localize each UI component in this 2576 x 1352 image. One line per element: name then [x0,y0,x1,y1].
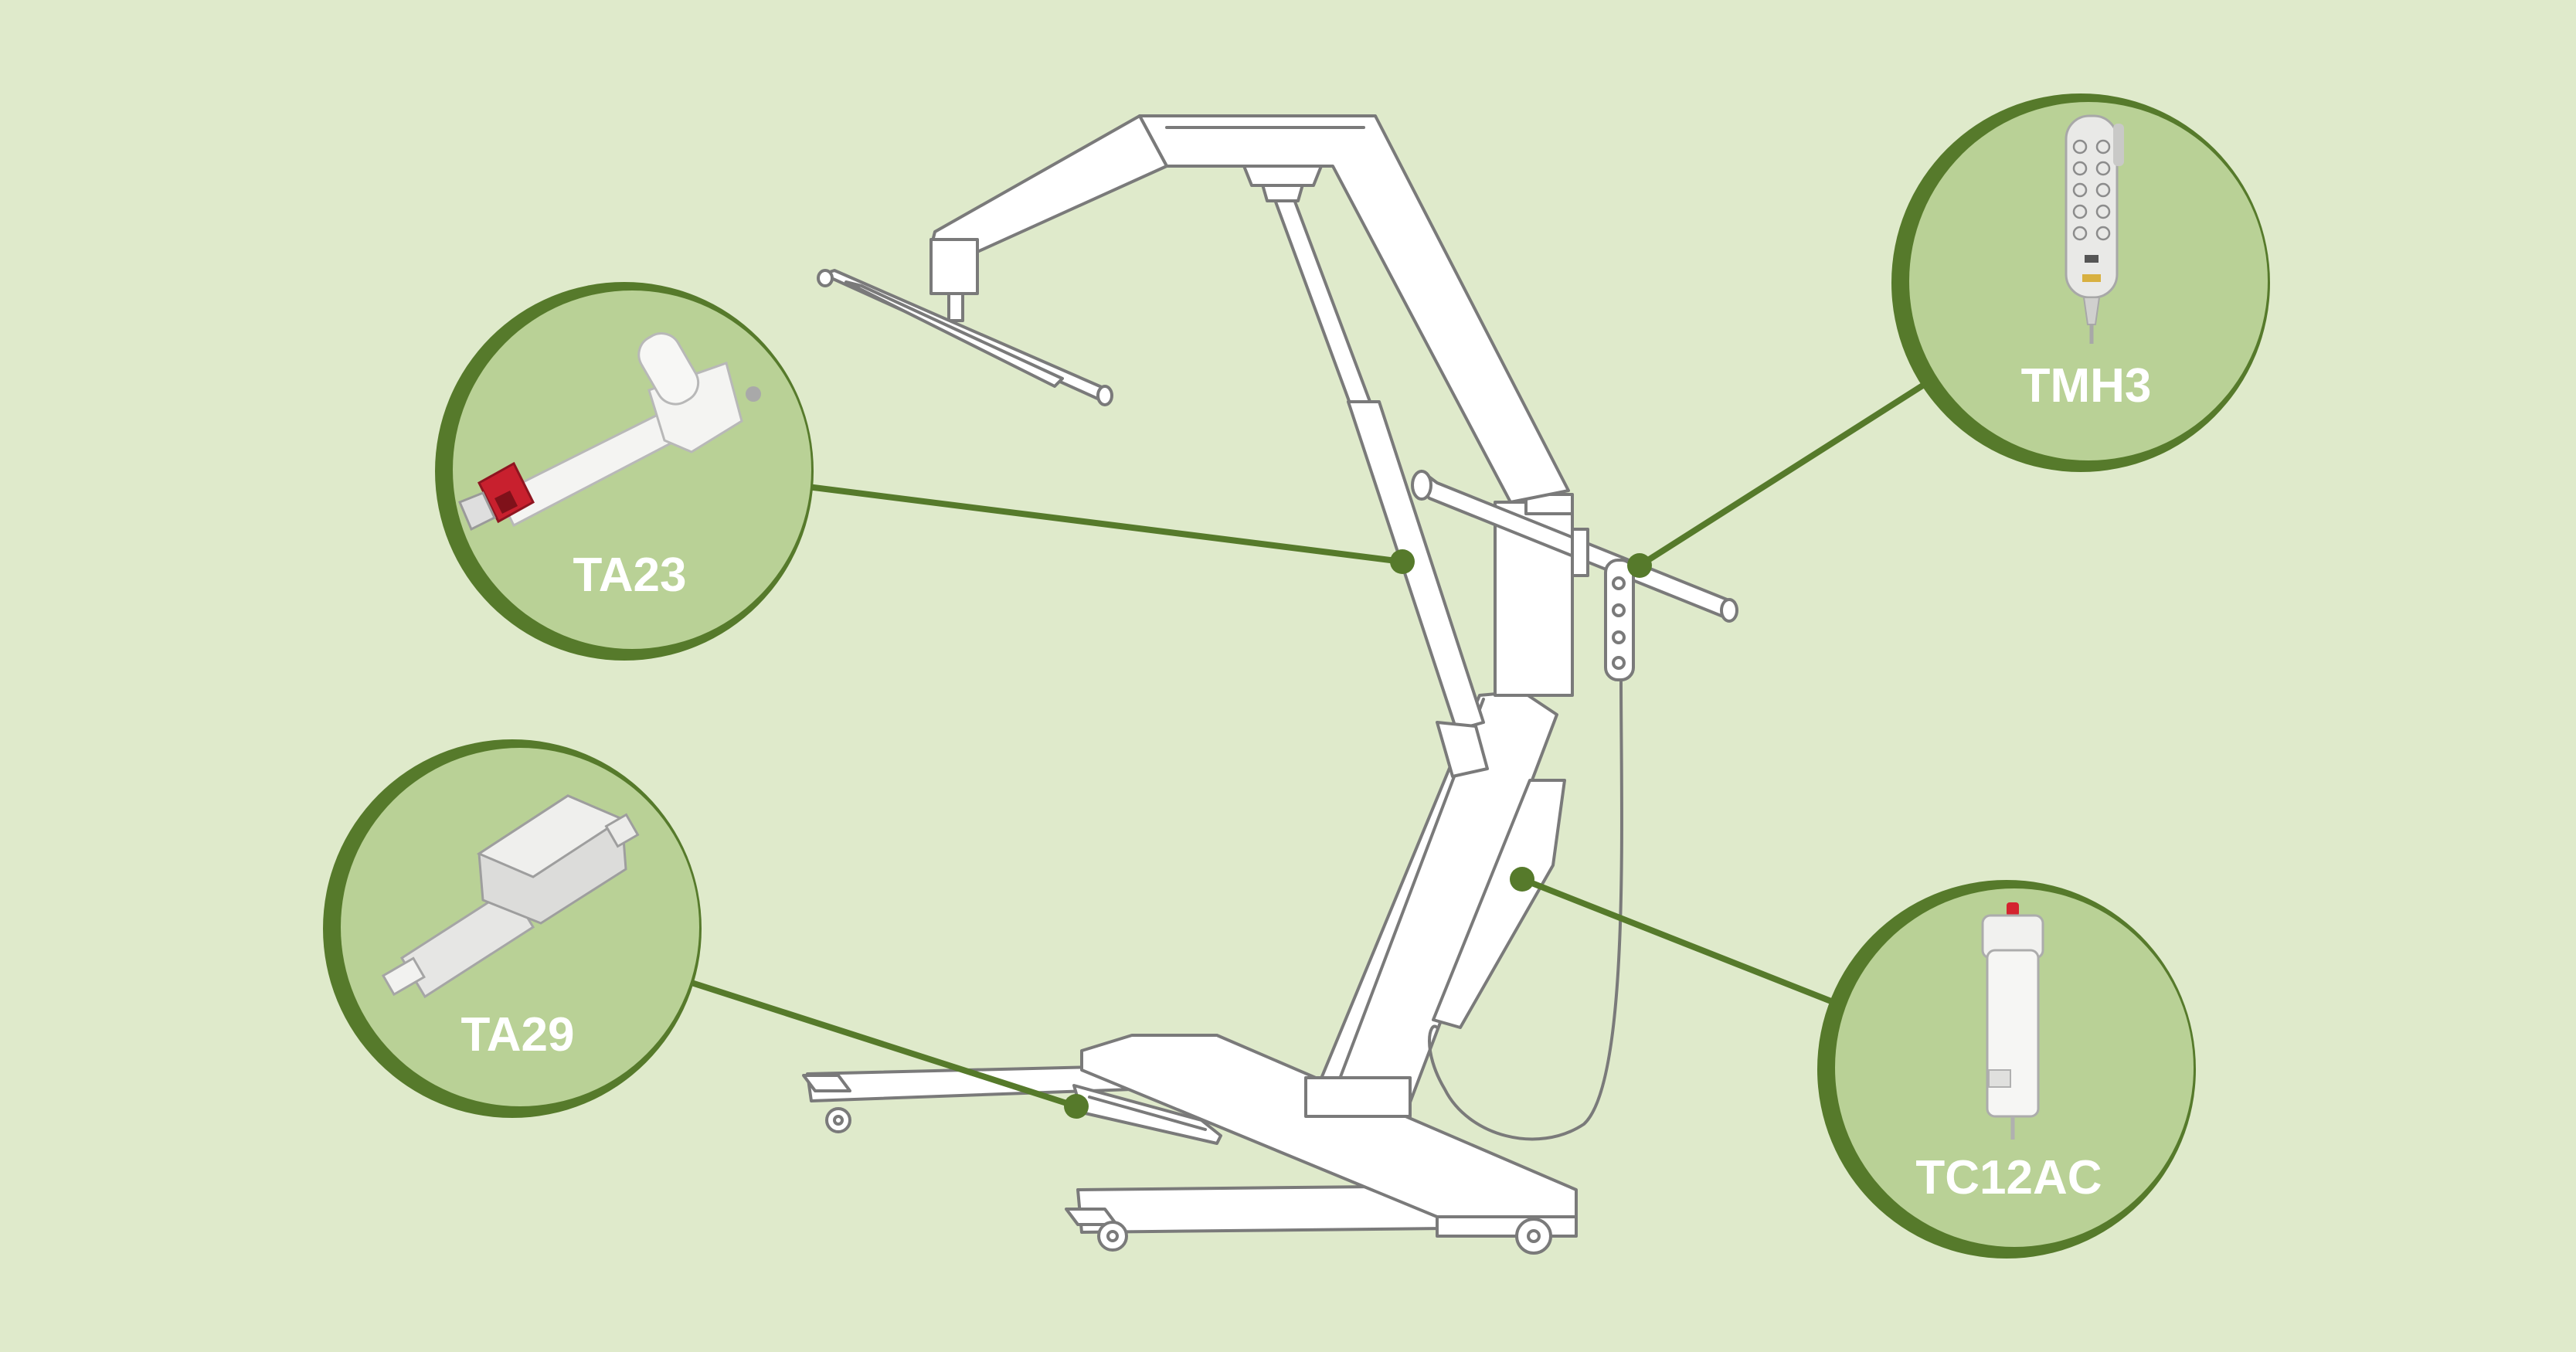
anchor-dot-tc12ac [1510,867,1534,892]
tmh3-handset-image [2065,114,2124,344]
handset-cable [1428,678,1623,1141]
control-box-silhouette [1432,779,1566,1029]
upper-mast [1494,493,1574,697]
spreader-bar [817,269,1113,406]
badge-tc12ac: TC12AC [1817,880,2196,1259]
boom-arm [929,114,1570,504]
chassis-beam [1080,1034,1578,1255]
tc12ac-control-box-image [1981,902,2044,1140]
handset-holder [1604,559,1635,681]
ta23-actuator-image [458,332,761,532]
badge-label-ta23: TA23 [573,549,686,602]
badge-label-ta29: TA29 [460,1008,574,1062]
patient-lift-frame [802,114,1738,1255]
badge-ta23: TA23 [435,282,814,661]
connector-ta23 [804,484,1405,565]
badge-label-tc12ac: TC12AC [1915,1151,2102,1204]
anchor-dot-ta29 [1064,1094,1089,1119]
connector-tc12ac [1519,876,1834,1004]
push-handle [1411,470,1738,623]
anchor-dot-tmh3 [1627,553,1652,578]
connectors [688,382,1927,1119]
spreader-mount [929,238,979,322]
ta29-actuator-image [381,794,640,999]
connector-ta29 [688,980,1079,1109]
anchor-dot-ta23 [1390,549,1415,574]
connector-tmh3 [1636,382,1927,569]
lower-mast [1304,690,1558,1118]
badge-ta29: TA29 [323,739,702,1118]
badge-label-tmh3: TMH3 [2021,359,2152,413]
badge-tmh3: TMH3 [1891,93,2270,472]
